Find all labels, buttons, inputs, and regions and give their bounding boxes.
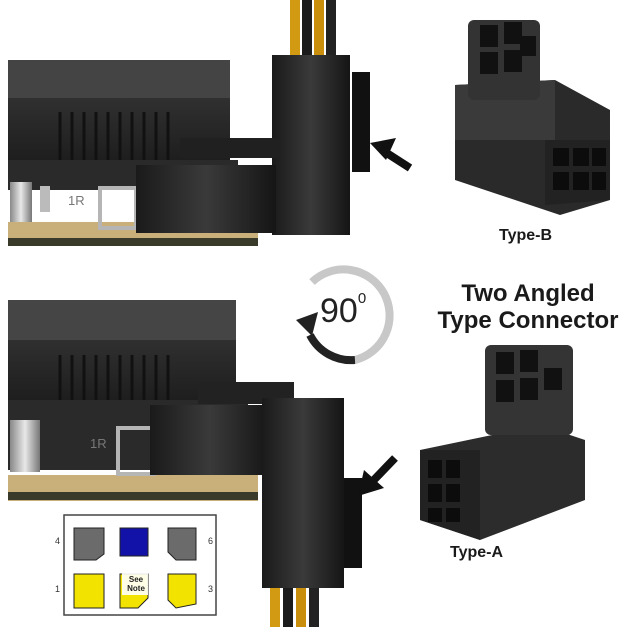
type-a-connector-image — [420, 345, 585, 540]
rotation-angle-label: 900 — [320, 290, 367, 331]
pointer-arrow-top — [370, 138, 413, 172]
pointer-arrow-bottom — [358, 455, 398, 496]
pin-number-1: 1 — [55, 584, 61, 594]
type-b-label: Type-B — [499, 227, 553, 244]
pin-number-4: 4 — [55, 536, 61, 546]
type-a-label: Type-A — [450, 544, 504, 561]
pinout-diagram — [63, 514, 217, 616]
headline-line-2: Type Connector — [437, 307, 619, 334]
rotation-arrow-icon — [296, 265, 394, 365]
pcb-marking-top: 1R — [68, 193, 85, 208]
rotation-unit: 0 — [357, 290, 367, 307]
type-b-connector-image — [455, 20, 610, 215]
bottom-gpu-photo — [8, 300, 362, 627]
pin-number-6: 6 — [208, 536, 214, 546]
pcb-marking-bottom: 1R — [90, 436, 107, 451]
rotation-value: 90 — [320, 292, 358, 330]
headline-line-1: Two Angled — [461, 280, 595, 307]
pin-number-3: 3 — [208, 584, 214, 594]
headline: Two Angled Type Connector — [428, 280, 628, 334]
top-gpu-photo — [8, 0, 370, 246]
